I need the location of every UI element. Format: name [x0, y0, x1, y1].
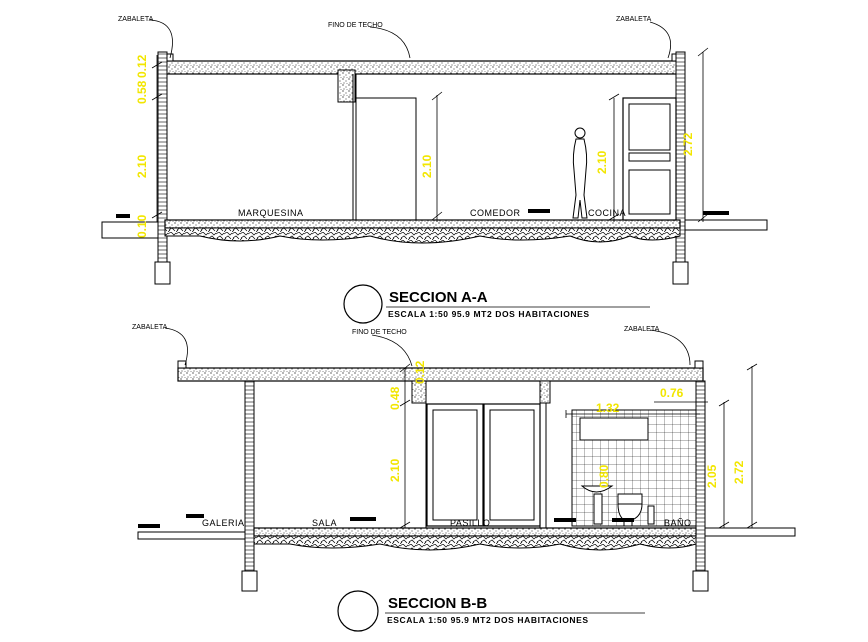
section-b-parapet-left — [177, 360, 187, 369]
section-a-dim-lines — [151, 47, 709, 223]
section-b-zabaleta-right-label: ZABALETA — [624, 326, 660, 333]
section-b-dim-210: 2.10 — [388, 458, 402, 482]
section-b-floor-slab — [253, 527, 697, 537]
section-b-dim-080: 0.80 — [597, 464, 611, 488]
section-a-dim-210-left: 2.10 — [135, 154, 149, 178]
section-b-dim-132: 1.32 — [596, 401, 620, 415]
section-a-level-markers — [116, 209, 729, 218]
section-b-level-markers — [138, 514, 634, 528]
section-a-fill — [164, 227, 681, 244]
section-b-fino-label: FINO DE TECHO — [352, 329, 407, 336]
section-a-footing-right — [672, 261, 689, 285]
room-bano-label: BAÑO — [664, 518, 692, 528]
section-b-shower-drain — [647, 505, 655, 525]
section-a-dim-210-right: 2.10 — [595, 150, 609, 174]
section-b-title-circle — [337, 590, 379, 632]
section-b-fill — [253, 535, 697, 551]
section-a-leaders — [149, 19, 672, 59]
section-b-footing-left — [241, 570, 258, 592]
section-a-door — [622, 97, 677, 221]
section-b-step-left — [137, 531, 246, 540]
section-b-doors — [426, 403, 541, 527]
room-cocina-label: COCINA — [588, 208, 626, 218]
section-b-wall-mid2 — [539, 380, 551, 404]
section-b-dim-048: 0.48 — [388, 386, 402, 410]
section-a: ZABALETA FINO DE TECHO ZABALETA MARQUESI… — [101, 16, 768, 324]
section-a-dim-058: 0.58 — [135, 80, 149, 104]
section-b-dim-076: 0.76 — [660, 386, 684, 400]
room-marquesina-label: MARQUESINA — [238, 208, 304, 218]
section-a-zabaleta-right-label: ZABALETA — [616, 16, 652, 23]
section-a-step-right — [684, 219, 768, 231]
section-b-subtitle: ESCALA 1:50 95.9 MT2 DOS HABITACIONES — [387, 615, 589, 625]
section-b: ZABALETA FINO DE TECHO ZABALETA GALERIA … — [132, 324, 796, 632]
section-a-step-left — [101, 221, 159, 239]
section-b-title: SECCION B-B — [388, 595, 487, 612]
section-b-roof-slab — [177, 367, 704, 382]
section-a-title: SECCION A-A — [389, 289, 488, 306]
section-b-parapet-right — [694, 360, 704, 369]
section-b-window — [579, 417, 649, 441]
person-figure-icon — [572, 127, 588, 219]
section-a-floor-slab — [164, 219, 681, 229]
section-a-dim-272: 2.72 — [681, 132, 695, 156]
section-a-subtitle: ESCALA 1:50 95.9 MT2 DOS HABITACIONES — [388, 309, 590, 319]
section-a-partition — [352, 74, 417, 222]
room-sala-label: SALA — [312, 518, 337, 528]
sink-icon — [580, 485, 614, 525]
section-b-wall-right — [695, 380, 706, 572]
section-b-wall-left — [244, 380, 255, 572]
section-b-dim-272: 2.72 — [732, 460, 746, 484]
room-pasillo-label: PASILLO — [450, 518, 490, 528]
section-a-roof-slab — [164, 60, 681, 75]
section-b-zabaleta-left-label: ZABALETA — [132, 324, 168, 331]
section-b-footing-right — [692, 570, 709, 592]
room-comedor-label: COMEDOR — [470, 208, 521, 218]
section-b-wall-mid1 — [411, 380, 427, 404]
section-a-title-circle — [343, 284, 383, 324]
section-b-step-right — [704, 527, 796, 537]
section-a-dim-010: 0.10 — [135, 214, 149, 238]
section-b-leaders — [164, 327, 691, 367]
section-b-dim-lines — [399, 363, 758, 529]
section-b-dim-205: 2.05 — [705, 464, 719, 488]
section-a-dim-210-mid: 2.10 — [420, 154, 434, 178]
room-galeria-label: GALERIA — [202, 518, 245, 528]
section-a-fino-label: FINO DE TECHO — [328, 22, 383, 29]
section-a-footing-left — [154, 261, 171, 285]
section-a-zabaleta-left-label: ZABALETA — [118, 16, 154, 23]
section-a-dim-012: 0.12 — [135, 54, 149, 78]
section-b-dim-012: 0.12 — [413, 360, 427, 384]
section-a-beam — [337, 69, 356, 103]
